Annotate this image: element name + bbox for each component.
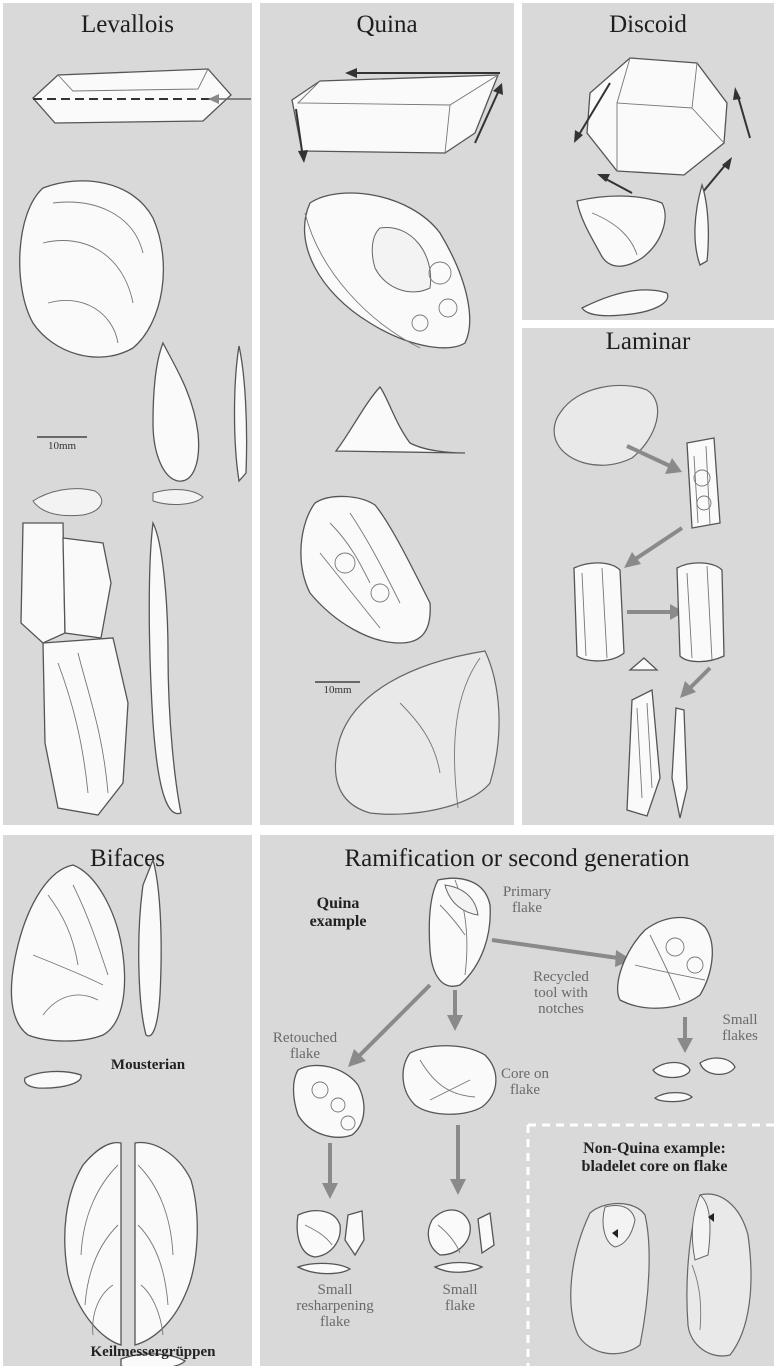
- recycled-tool-label: Recycled tool with notches: [516, 970, 606, 1017]
- bifaces-panel: Bifaces Mousterian Keilmessergrüppen: [3, 835, 252, 1366]
- quina-scale-label: 10mm: [315, 685, 360, 697]
- ramification-panel: Ramification or second generation: [260, 835, 774, 1366]
- quina-core-diagram: [260, 3, 514, 825]
- levallois-scale-label: 10mm: [37, 441, 87, 453]
- bifaces-diagram: [3, 835, 252, 1366]
- core-on-flake-label: Core on flake: [490, 1067, 560, 1099]
- small-flake-label: Small flake: [420, 1283, 500, 1315]
- quina-panel: Quina 10mm: [260, 3, 514, 825]
- quina-example-label: Quina example: [288, 895, 388, 930]
- discoid-core-diagram: [522, 3, 774, 320]
- small-flakes-label: Small flakes: [710, 1013, 770, 1045]
- discoid-panel: Discoid: [522, 3, 774, 320]
- laminar-panel: Laminar: [522, 328, 774, 825]
- mousterian-label: Mousterian: [73, 1057, 223, 1074]
- retouched-flake-label: Retouched flake: [265, 1031, 345, 1063]
- small-resharpening-flake-label: Small resharpening flake: [280, 1283, 390, 1330]
- laminar-sequence-diagram: [522, 328, 774, 825]
- primary-flake-label: Primary flake: [492, 885, 562, 917]
- non-quina-example-label: Non-Quina example: bladelet core on flak…: [535, 1140, 774, 1175]
- keilmesser-label: Keilmessergrüppen: [58, 1344, 248, 1361]
- levallois-panel: Levallois 10mm: [3, 3, 252, 825]
- levallois-core-diagram: [3, 3, 252, 825]
